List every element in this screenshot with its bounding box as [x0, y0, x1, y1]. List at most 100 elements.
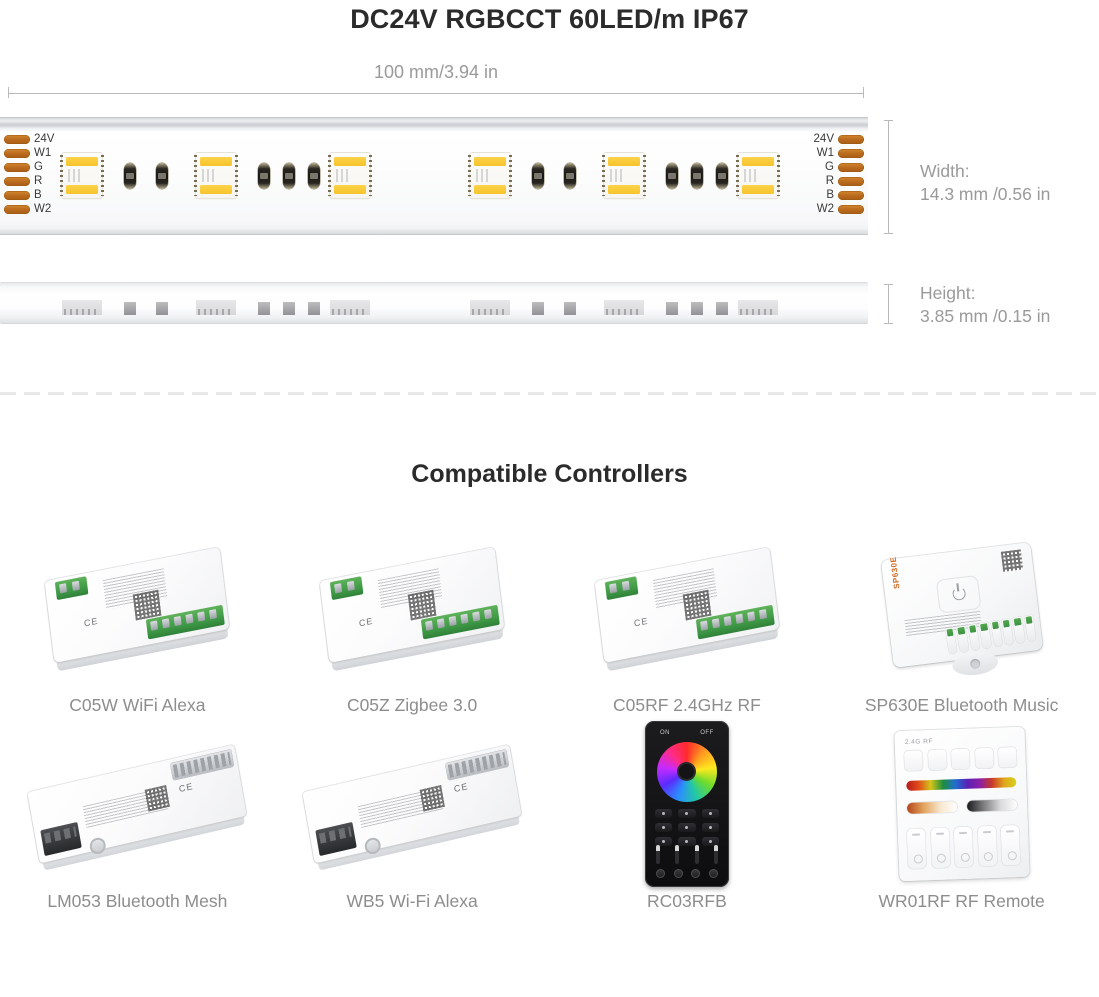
- remote-button[interactable]: [654, 836, 673, 846]
- led-lead-left: [194, 155, 197, 196]
- remote-button[interactable]: [701, 836, 719, 846]
- remote-slider[interactable]: [675, 844, 680, 864]
- qr-code: [682, 589, 712, 621]
- panel-zone-row: [906, 824, 1020, 869]
- input-terminal: [55, 576, 89, 601]
- solder-pad: [4, 177, 30, 186]
- panel-top-button-row: [903, 746, 1017, 771]
- solder-pad: [4, 149, 30, 158]
- panel-zone-button[interactable]: [906, 827, 926, 869]
- solder-pad-label-r: R: [34, 175, 43, 187]
- remote-button[interactable]: [701, 808, 719, 818]
- resistor: [666, 163, 678, 189]
- panel-color-slider[interactable]: [905, 776, 1017, 791]
- remote-zone-row: [655, 868, 718, 878]
- led-die: [336, 169, 364, 182]
- remote-off-label[interactable]: OFF: [700, 729, 714, 736]
- resistor-side: [666, 302, 678, 315]
- terminal-pin: [484, 609, 493, 620]
- led-die: [744, 169, 772, 182]
- remote-round-button[interactable]: [673, 868, 683, 878]
- solder-pad-label-24v: 24V: [34, 133, 55, 145]
- remote-round-button[interactable]: [655, 868, 665, 878]
- remote-button[interactable]: [678, 836, 696, 846]
- remote-button[interactable]: [678, 808, 696, 818]
- terminal-pin: [209, 609, 218, 620]
- remote-button[interactable]: [701, 822, 719, 832]
- led-chip: [736, 153, 780, 198]
- resistor: [564, 163, 576, 189]
- color-wheel[interactable]: [656, 741, 717, 802]
- panel-mode-button[interactable]: [903, 749, 923, 771]
- resistor: [124, 163, 136, 189]
- controller-body: CE: [45, 547, 230, 672]
- panel-mode-button[interactable]: [974, 747, 993, 769]
- panel-zone-button[interactable]: [1000, 824, 1020, 866]
- height-cap-bottom: [884, 323, 893, 324]
- power-button[interactable]: [935, 574, 982, 614]
- controller-caption: SP630E Bluetooth Music: [864, 695, 1059, 715]
- panel-zone-button[interactable]: [929, 826, 950, 868]
- resistor-side: [308, 302, 320, 315]
- solder-pad-label-b: B: [34, 189, 42, 201]
- remote-slider[interactable]: [713, 844, 718, 864]
- controller-card[interactable]: SP630E SP630E Bluetooth Music: [824, 515, 1099, 716]
- panel-mode-button[interactable]: [997, 746, 1017, 768]
- qr-code: [133, 589, 162, 621]
- remote-round-button[interactable]: [708, 868, 718, 878]
- controller-body: SP630E: [880, 542, 1043, 678]
- controller-top-face: CE: [319, 547, 505, 663]
- led-lead-left: [736, 155, 739, 196]
- panel-mode-button[interactable]: [950, 748, 970, 769]
- terminal-pin: [735, 613, 744, 624]
- controller-top-face: SP630E: [880, 542, 1043, 668]
- terminal-pin: [1012, 616, 1025, 644]
- terminal-pin: [334, 583, 343, 594]
- resistor-side: [532, 302, 544, 315]
- qr-code: [145, 784, 171, 812]
- terminal-pin: [460, 613, 469, 624]
- remote-button[interactable]: [678, 822, 696, 832]
- panel-zone-button[interactable]: [976, 825, 997, 866]
- remote-slider[interactable]: [655, 844, 660, 864]
- solder-pad-label-w2: W2: [34, 203, 52, 215]
- terminal-pin: [758, 609, 767, 620]
- remote-slider[interactable]: [694, 844, 699, 864]
- input-terminal: [40, 821, 83, 856]
- controller-body: CE: [27, 744, 247, 871]
- solder-pad: [838, 205, 864, 214]
- remote-slider-row: [655, 844, 718, 864]
- terminal-pin: [989, 620, 1003, 648]
- remote-round-button[interactable]: [691, 868, 701, 878]
- led-chip-side: [470, 300, 510, 315]
- dimension-line: [8, 93, 864, 94]
- terminal-pin: [346, 580, 355, 591]
- controller-caption: C05RF 2.4GHz RF: [612, 695, 761, 715]
- remote-on-label[interactable]: ON: [660, 729, 670, 736]
- resistor-side: [283, 302, 295, 315]
- terminal-pin: [978, 622, 992, 650]
- panel-mode-button[interactable]: [927, 749, 946, 770]
- solder-pad: [4, 135, 30, 144]
- panel-zone-button[interactable]: [953, 826, 973, 867]
- solder-pad: [838, 149, 864, 158]
- panel-brightness-slider[interactable]: [966, 798, 1017, 812]
- width-dimension-text: Width: 14.3 mm /0.56 in: [920, 160, 1050, 206]
- panel-cct-slider[interactable]: [906, 800, 957, 814]
- height-cap-top: [884, 284, 893, 285]
- controller-card[interactable]: ON OFF RC03RFB: [550, 716, 825, 912]
- remote-button[interactable]: [654, 822, 673, 832]
- controller-caption: RC03RFB: [647, 891, 727, 911]
- width-dimension-value: 14.3 mm /0.56 in: [920, 184, 1051, 205]
- remote-button[interactable]: [654, 808, 673, 818]
- controller-body: CE: [319, 547, 505, 672]
